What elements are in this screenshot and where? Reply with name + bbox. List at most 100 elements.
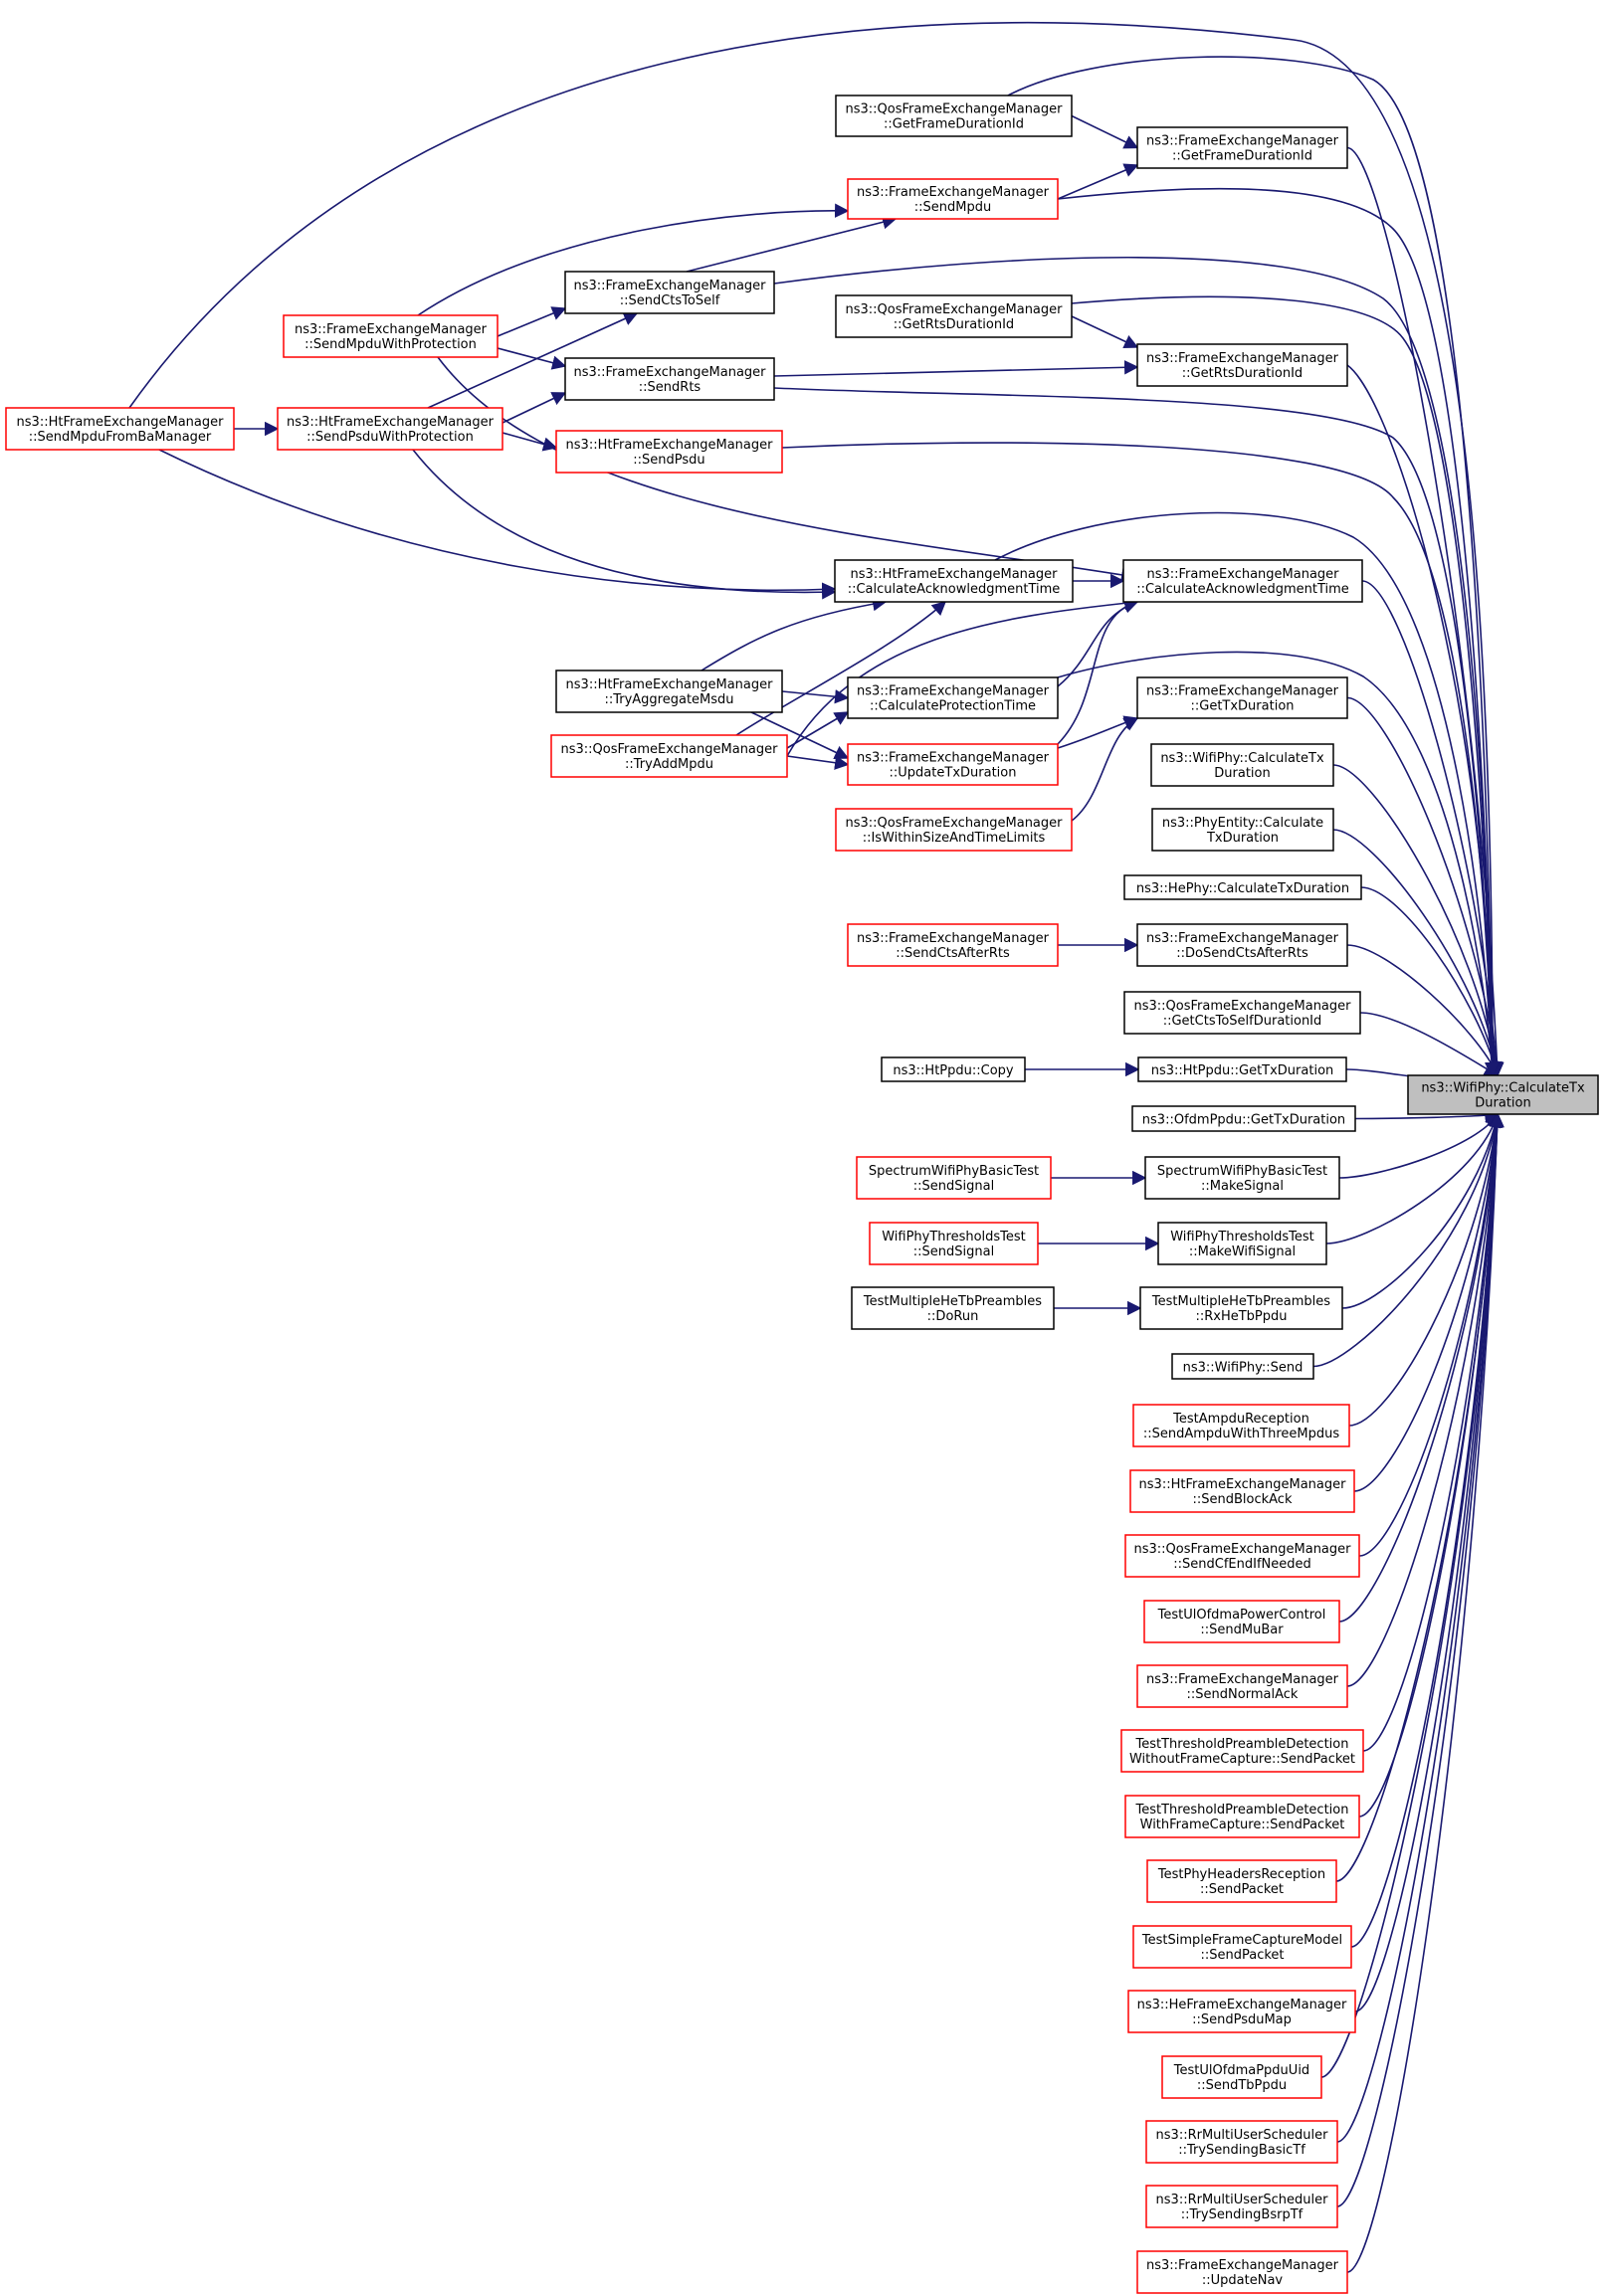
node-htppdu_gettx[interactable]: ns3::HtPpdu::GetTxDuration bbox=[1137, 1056, 1347, 1082]
node-ht_sendback[interactable]: ns3::HtFrameExchangeManager::SendBlockAc… bbox=[1129, 1469, 1355, 1513]
node-label-line: TestThresholdPreambleDetection bbox=[1135, 1803, 1349, 1818]
node-box bbox=[1407, 1074, 1599, 1115]
node-fem_updatetx[interactable]: ns3::FrameExchangeManager::UpdateTxDurat… bbox=[847, 743, 1059, 786]
node-htppdu_copy[interactable]: ns3::HtPpdu::Copy bbox=[881, 1056, 1026, 1082]
node-thr_sendsignal[interactable]: WifiPhyThresholdsTest::SendSignal bbox=[869, 1222, 1039, 1265]
node-fem_calcprot[interactable]: ns3::FrameExchangeManager::CalculateProt… bbox=[847, 676, 1059, 719]
node-tulofdma_mubar[interactable]: TestUlOfdmaPowerControl::SendMuBar bbox=[1143, 1600, 1340, 1643]
node-label-line: ::SendAmpduWithThreeMpdus bbox=[1143, 1427, 1340, 1441]
edge-ht_sendpsduprot-to-ht_calcack bbox=[412, 449, 837, 600]
node-ttpd_without[interactable]: TestThresholdPreambleDetectionWithoutFra… bbox=[1120, 1729, 1364, 1773]
node-fem_sendrts[interactable]: ns3::FrameExchangeManager::SendRts bbox=[564, 357, 775, 401]
node-label-line: ns3::QosFrameExchangeManager bbox=[1133, 999, 1351, 1014]
node-qos_sendcfend[interactable]: ns3::QosFrameExchangeManager::SendCfEndI… bbox=[1124, 1534, 1360, 1578]
node-box bbox=[1123, 991, 1361, 1035]
node-fem_getfdi[interactable]: ns3::FrameExchangeManager::GetFrameDurat… bbox=[1136, 126, 1348, 169]
node-qos_getcts[interactable]: ns3::QosFrameExchangeManager::GetCtsToSe… bbox=[1123, 991, 1361, 1035]
node-ht_sendpsduprot[interactable]: ns3::HtFrameExchangeManager::SendPsduWit… bbox=[277, 407, 503, 451]
node-box bbox=[1129, 1469, 1355, 1513]
edge-tar_send3-to-root bbox=[1348, 1112, 1504, 1427]
node-fem_sendctsafter[interactable]: ns3::FrameExchangeManager::SendCtsAfterR… bbox=[847, 923, 1059, 967]
node-tmhtp_rx[interactable]: TestMultipleHeTbPreambles::RxHeTbPpdu bbox=[1139, 1286, 1343, 1330]
node-ht_sendpsdu[interactable]: ns3::HtFrameExchangeManager::SendPsdu bbox=[555, 430, 783, 474]
node-spec_makesignal[interactable]: SpectrumWifiPhyBasicTest::MakeSignal bbox=[1144, 1156, 1340, 1200]
node-ofdm_gettx[interactable]: ns3::OfdmPpdu::GetTxDuration bbox=[1131, 1105, 1356, 1132]
node-fem_sendnormack[interactable]: ns3::FrameExchangeManager::SendNormalAck bbox=[1136, 1664, 1348, 1708]
node-thr_makewifi[interactable]: WifiPhyThresholdsTest::MakeWifiSignal bbox=[1157, 1222, 1327, 1265]
node-tmhtp_dorun[interactable]: TestMultipleHeTbPreambles::DoRun bbox=[851, 1286, 1055, 1330]
node-box bbox=[1171, 1353, 1314, 1380]
node-box bbox=[1150, 743, 1334, 787]
node-label-line: ns3::HtFrameExchangeManager bbox=[566, 677, 774, 692]
node-box bbox=[1132, 1404, 1350, 1447]
node-fem_updatenav[interactable]: ns3::FrameExchangeManager::UpdateNav bbox=[1136, 2250, 1348, 2294]
node-ttpd_with[interactable]: TestThresholdPreambleDetectionWithFrameC… bbox=[1124, 1795, 1360, 1838]
node-qos_getrdi[interactable]: ns3::QosFrameExchangeManager::GetRtsDura… bbox=[835, 294, 1073, 338]
node-tphr_send[interactable]: TestPhyHeadersReception::SendPacket bbox=[1146, 1859, 1337, 1903]
node-box bbox=[5, 407, 235, 451]
node-box bbox=[847, 676, 1059, 719]
node-ht_trymsdu[interactable]: ns3::HtFrameExchangeManager::TryAggregat… bbox=[555, 670, 783, 713]
node-label-line: ns3::FrameExchangeManager bbox=[1146, 931, 1339, 946]
node-he_sendpsdumap[interactable]: ns3::HeFrameExchangeManager::SendPsduMap bbox=[1127, 1990, 1356, 2033]
node-rr_bsrp[interactable]: ns3::RrMultiUserScheduler::TrySendingBsr… bbox=[1145, 2185, 1338, 2228]
node-fem_sendmpduprot[interactable]: ns3::FrameExchangeManager::SendMpduWithP… bbox=[283, 314, 499, 358]
node-ht_fromba[interactable]: ns3::HtFrameExchangeManager::SendMpduFro… bbox=[5, 407, 235, 451]
node-box bbox=[564, 271, 775, 314]
node-label-line: ns3::HtFrameExchangeManager bbox=[851, 567, 1059, 582]
node-label-line: ns3::OfdmPpdu::GetTxDuration bbox=[1142, 1113, 1345, 1128]
node-qos_getfdi[interactable]: ns3::QosFrameExchangeManager::GetFrameDu… bbox=[835, 95, 1073, 137]
node-label-line: ::DoSendCtsAfterRts bbox=[1176, 946, 1308, 961]
edge-fem_updatetx-to-fem_gettxdur bbox=[1057, 715, 1139, 749]
node-label-line: ::CalculateAcknowledgmentTime bbox=[848, 582, 1061, 597]
node-label-line: ns3::RrMultiUserScheduler bbox=[1156, 2128, 1329, 2143]
node-fem_calcack[interactable]: ns3::FrameExchangeManager::CalculateAckn… bbox=[1122, 559, 1363, 603]
edge-ht_fromba-to-ht_calcack bbox=[158, 449, 837, 597]
edge-rr_bsrp-to-root bbox=[1336, 1112, 1505, 2207]
node-qos_iswithin[interactable]: ns3::QosFrameExchangeManager::IsWithinSi… bbox=[835, 808, 1073, 852]
edge-qos_tryaddmpdu-to-fem_calcack bbox=[786, 596, 1139, 757]
node-tar_send3[interactable]: TestAmpduReception::SendAmpduWithThreeMp… bbox=[1132, 1404, 1350, 1447]
node-phyentity_ctd[interactable]: ns3::PhyEntity::CalculateTxDuration bbox=[1151, 808, 1334, 852]
node-box bbox=[1132, 1925, 1352, 1969]
edge-ht_trymsdu-to-ht_calcack bbox=[701, 597, 888, 671]
node-label-line: Duration bbox=[1475, 1096, 1530, 1111]
edge-fem_ctstoself-to-fem_sendmpdu bbox=[686, 215, 898, 273]
node-label-line: ns3::HtFrameExchangeManager bbox=[287, 415, 495, 430]
edge-ht_sendpsduprot-to-fem_ctstoself bbox=[427, 311, 639, 409]
edge-ht_sendpsdu-to-root bbox=[781, 442, 1500, 1077]
node-box bbox=[1136, 923, 1348, 967]
node-box bbox=[869, 1222, 1039, 1265]
node-label-line: ::GetTxDuration bbox=[1190, 699, 1294, 714]
node-hephy_ctd[interactable]: ns3::HePhy::CalculateTxDuration bbox=[1123, 874, 1362, 900]
node-wifiphy_send[interactable]: ns3::WifiPhy::Send bbox=[1171, 1353, 1314, 1380]
node-tulppdu_sendtb[interactable]: TestUlOfdmaPpduUid::SendTbPpdu bbox=[1161, 2055, 1322, 2099]
node-label-line: ns3::HtFrameExchangeManager bbox=[566, 438, 774, 453]
node-fem_gettxdur[interactable]: ns3::FrameExchangeManager::GetTxDuration bbox=[1136, 676, 1348, 719]
node-label-line: ::GetCtsToSelfDurationId bbox=[1163, 1014, 1322, 1029]
node-label-line: TestPhyHeadersReception bbox=[1157, 1867, 1325, 1882]
edge-phyentity_ctd-to-root bbox=[1332, 829, 1503, 1077]
node-spec_sendsignal[interactable]: SpectrumWifiPhyBasicTest::SendSignal bbox=[856, 1156, 1052, 1200]
node-label-line: ns3::QosFrameExchangeManager bbox=[560, 742, 778, 757]
node-label-line: ns3::FrameExchangeManager bbox=[857, 751, 1050, 766]
node-rr_basic[interactable]: ns3::RrMultiUserScheduler::TrySendingBas… bbox=[1145, 2120, 1338, 2164]
node-qos_tryaddmpdu[interactable]: ns3::QosFrameExchangeManager::TryAddMpdu bbox=[550, 734, 788, 778]
node-label-line: TestUlOfdmaPowerControl bbox=[1157, 1608, 1326, 1623]
node-wifiphy_ctd[interactable]: ns3::WifiPhy::CalculateTxDuration bbox=[1150, 743, 1334, 787]
node-fem_dosendcts[interactable]: ns3::FrameExchangeManager::DoSendCtsAfte… bbox=[1136, 923, 1348, 967]
node-box bbox=[1124, 1534, 1360, 1578]
node-fem_sendmpdu[interactable]: ns3::FrameExchangeManager::SendMpdu bbox=[847, 178, 1059, 220]
node-label-line: TestMultipleHeTbPreambles bbox=[863, 1294, 1042, 1309]
edge-fem_calcprot-to-root bbox=[1057, 651, 1500, 1077]
node-ht_calcack[interactable]: ns3::HtFrameExchangeManager::CalculateAc… bbox=[834, 559, 1074, 603]
node-box bbox=[1139, 1286, 1343, 1330]
node-fem_getrdi[interactable]: ns3::FrameExchangeManager::GetRtsDuratio… bbox=[1136, 343, 1348, 387]
edge-tulppdu_sendtb-to-root bbox=[1320, 1112, 1505, 2078]
node-label-line: ns3::QosFrameExchangeManager bbox=[845, 302, 1063, 317]
node-root[interactable]: ns3::WifiPhy::CalculateTxDuration bbox=[1407, 1074, 1599, 1115]
node-label-line: ns3::QosFrameExchangeManager bbox=[1133, 1542, 1351, 1557]
node-tsfcm_send[interactable]: TestSimpleFrameCaptureModel::SendPacket bbox=[1132, 1925, 1352, 1969]
node-fem_ctstoself[interactable]: ns3::FrameExchangeManager::SendCtsToSelf bbox=[564, 271, 775, 314]
